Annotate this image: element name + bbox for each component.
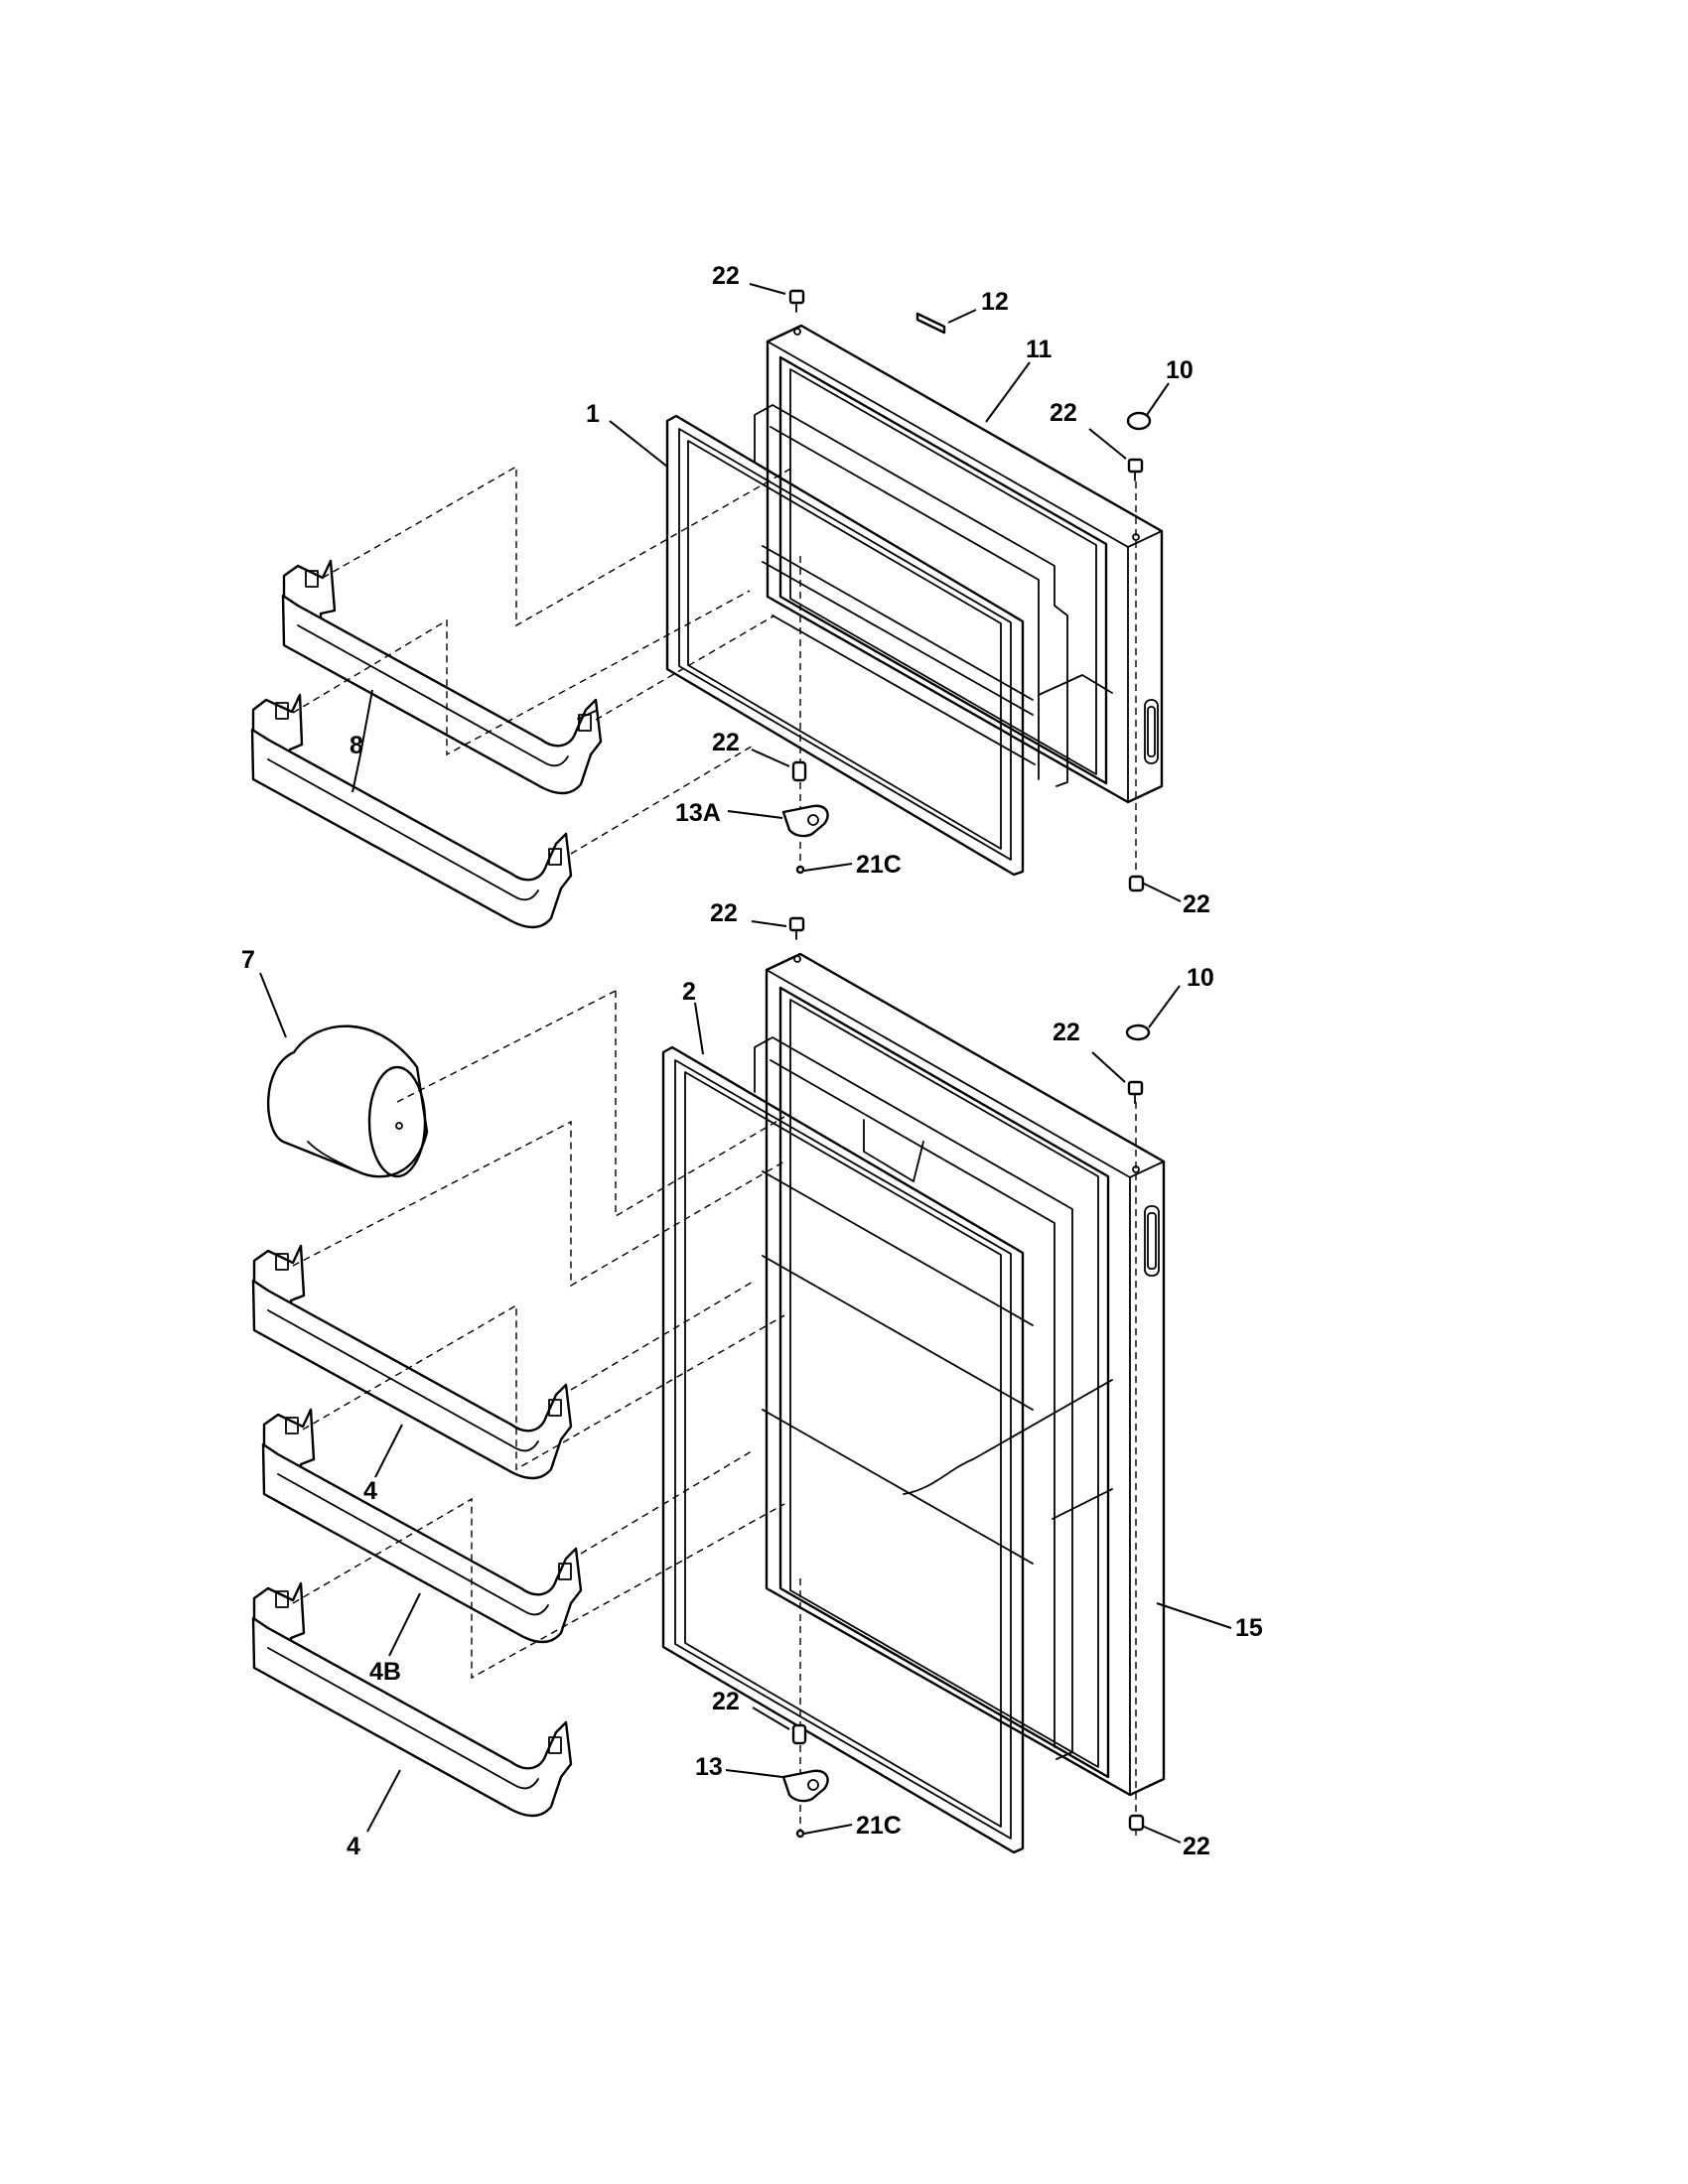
callout-4b: 4B xyxy=(369,1658,401,1686)
callout-22: 22 xyxy=(1183,890,1210,918)
freezer-hinge-hardware xyxy=(781,289,1152,892)
callout-13: 13 xyxy=(695,1753,723,1781)
callout-12: 12 xyxy=(981,288,1009,316)
callout-22: 22 xyxy=(1053,1019,1080,1046)
fresh-food-door-15 xyxy=(754,952,1166,1837)
callout-13a: 13A xyxy=(675,799,721,827)
callout-labels: 22 12 11 10 22 1 8 22 13A 21C 22 22 10 7… xyxy=(241,262,1263,1860)
callout-4: 4 xyxy=(363,1477,377,1505)
callout-7: 7 xyxy=(241,946,255,974)
freezer-door-shelf-8b xyxy=(250,693,573,929)
fresh-food-projection-lines xyxy=(292,990,785,1680)
callout-8: 8 xyxy=(350,732,363,759)
freezer-door-gasket-1 xyxy=(665,414,1025,877)
callout-2: 2 xyxy=(682,978,696,1006)
callout-10: 10 xyxy=(1187,964,1214,992)
fresh-food-door-shelf-4-bottom xyxy=(251,1581,573,1818)
callout-22: 22 xyxy=(710,899,738,927)
callout-4: 4 xyxy=(347,1833,360,1860)
callout-22: 22 xyxy=(1183,1833,1210,1860)
leader-lines xyxy=(259,283,1232,1843)
callout-22: 22 xyxy=(1050,399,1077,427)
dairy-compartment-7 xyxy=(267,1024,429,1178)
callout-22: 22 xyxy=(712,729,740,756)
fresh-food-door-shelf-4-top xyxy=(251,1244,573,1480)
callout-11: 11 xyxy=(1026,336,1053,363)
callout-22: 22 xyxy=(712,1688,740,1715)
freezer-door-shelf-8a xyxy=(281,559,603,795)
fresh-food-door-gasket-2 xyxy=(661,1045,1025,1854)
callout-21c: 21C xyxy=(856,851,902,879)
callout-10: 10 xyxy=(1166,356,1194,384)
callout-1: 1 xyxy=(586,400,600,428)
freezer-door-11 xyxy=(754,324,1164,874)
freezer-projection-lines xyxy=(292,465,795,855)
callout-21c: 21C xyxy=(856,1812,902,1840)
callout-15: 15 xyxy=(1235,1614,1263,1642)
callout-22: 22 xyxy=(712,262,740,290)
fresh-food-hinge-hardware xyxy=(781,916,1151,1839)
fresh-food-door-shelf-4b xyxy=(261,1408,583,1644)
